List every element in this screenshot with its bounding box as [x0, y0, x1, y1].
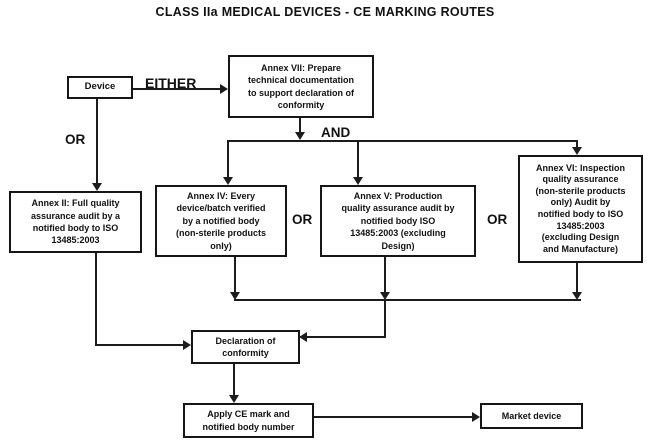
arrowhead-onto-andline — [295, 132, 305, 140]
arrowhead-annex6-onto-collector — [572, 292, 582, 300]
arrowhead-into-annex2 — [92, 183, 102, 191]
connector-device-to-annex2 — [96, 99, 98, 183]
arrowhead-into-annex4 — [223, 177, 233, 185]
node-device: Device — [67, 76, 133, 99]
connector-annex2-to-declaration — [95, 344, 184, 346]
node-annex-iv: Annex IV: Every device/batch verified by… — [155, 185, 287, 257]
connector-annex6-down — [576, 263, 578, 293]
arrowhead-annex4-onto-collector — [230, 292, 240, 300]
connector-applyce-to-market — [314, 416, 473, 418]
label-or-device-branch: OR — [65, 132, 86, 147]
arrowhead-into-annex5 — [353, 177, 363, 185]
connector-collector-to-declaration — [307, 336, 386, 338]
arrowhead-into-declaration-right — [299, 332, 307, 342]
diagram-title: CLASS IIa MEDICAL DEVICES - CE MARKING R… — [155, 5, 495, 19]
node-annex-vi: Annex VI: Inspection quality assurance (… — [518, 155, 643, 263]
arrowhead-into-annex6 — [572, 147, 582, 155]
arrowhead-into-declaration-left — [183, 340, 191, 350]
node-annex-v: Annex V: Production quality assurance au… — [320, 185, 476, 257]
connector-collector-line — [234, 299, 581, 301]
node-market-device: Market device — [480, 403, 583, 429]
label-and: AND — [321, 125, 351, 140]
connector-andline-to-annex6 — [576, 142, 578, 148]
node-annex-vii: Annex VII: Prepare technical documentati… — [228, 55, 374, 118]
connector-andline-to-annex5 — [357, 142, 359, 178]
arrowhead-into-applyce — [229, 395, 239, 403]
label-either: EITHER — [145, 75, 197, 91]
connector-annex4-down — [234, 257, 236, 293]
connector-declaration-to-applyce — [233, 364, 235, 396]
connector-collector-down — [384, 301, 386, 337]
arrowhead-into-market — [472, 412, 480, 422]
connector-annex2-down — [95, 253, 97, 345]
label-or-between-v-vi: OR — [487, 212, 508, 227]
connector-annex5-down — [384, 257, 386, 293]
connector-andline-to-annex4 — [227, 142, 229, 178]
label-or-between-iv-v: OR — [292, 212, 313, 227]
node-declaration-of-conformity: Declaration of conformity — [191, 330, 300, 364]
connector-and-split-line — [227, 140, 578, 142]
arrowhead-annex5-onto-collector — [380, 292, 390, 300]
connector-device-to-annex7 — [133, 88, 221, 90]
node-annex-ii: Annex II: Full quality assurance audit b… — [9, 191, 142, 253]
arrowhead-into-annex7 — [220, 84, 228, 94]
connector-annex7-to-andline — [299, 118, 301, 133]
node-apply-ce-mark: Apply CE mark and notified body number — [183, 403, 314, 438]
